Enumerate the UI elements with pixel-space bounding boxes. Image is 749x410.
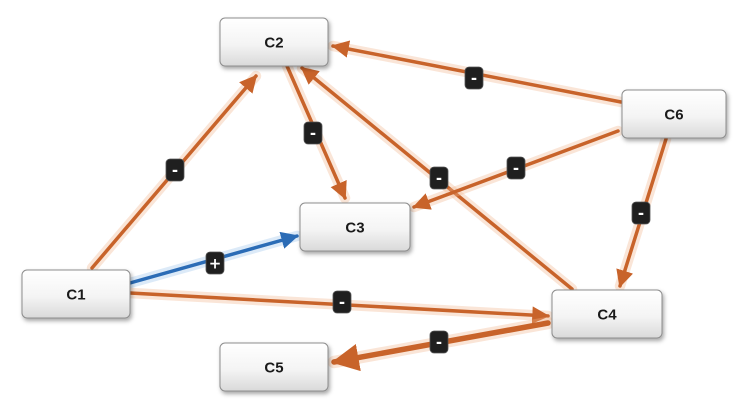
badge-sign-text: + [209, 255, 222, 273]
badge-sign-text: - [471, 70, 477, 88]
node-box [621, 89, 727, 139]
node-box [551, 289, 663, 339]
node-label: C3 [345, 220, 364, 237]
badge-background [303, 121, 323, 145]
node-c1[interactable]: C1 [21, 269, 131, 319]
node-box [21, 269, 131, 319]
badge-sign-text: - [513, 160, 519, 178]
badge-background [205, 251, 225, 275]
node-c4[interactable]: C4 [551, 289, 663, 339]
badge-background [506, 156, 526, 180]
node-label: C5 [264, 360, 283, 377]
minus-sign-badge: - [429, 166, 449, 190]
badge-sign-text: - [436, 334, 442, 352]
minus-sign-badge: - [429, 330, 449, 354]
node-box [299, 202, 411, 252]
node-c5[interactable]: C5 [219, 342, 329, 392]
badge-background [631, 201, 651, 225]
node-label: C6 [664, 107, 683, 124]
badge-sign-text: - [339, 294, 345, 312]
plus-sign-badge: + [205, 251, 225, 275]
node-c3[interactable]: C3 [299, 202, 411, 252]
badge-sign-text: - [436, 170, 442, 188]
badge-sign-text: - [172, 162, 178, 180]
node-label: C4 [597, 307, 617, 324]
badge-sign-text: - [310, 125, 316, 143]
minus-sign-badge: - [332, 290, 352, 314]
minus-sign-badge: - [506, 156, 526, 180]
node-c6[interactable]: C6 [621, 89, 727, 139]
badge-background [429, 330, 449, 354]
minus-sign-badge: - [165, 158, 185, 182]
badge-background [332, 290, 352, 314]
minus-sign-badge: - [464, 66, 484, 90]
node-label: C1 [66, 287, 85, 304]
badge-sign-text: - [638, 205, 644, 223]
badges-layer: - + - - - - - - - [165, 66, 651, 354]
minus-sign-badge: - [631, 201, 651, 225]
minus-sign-badge: - [303, 121, 323, 145]
node-label: C2 [264, 35, 283, 52]
node-box [219, 17, 329, 67]
badge-background [429, 166, 449, 190]
node-box [219, 342, 329, 392]
badge-background [464, 66, 484, 90]
badge-background [165, 158, 185, 182]
node-c2[interactable]: C2 [219, 17, 329, 67]
